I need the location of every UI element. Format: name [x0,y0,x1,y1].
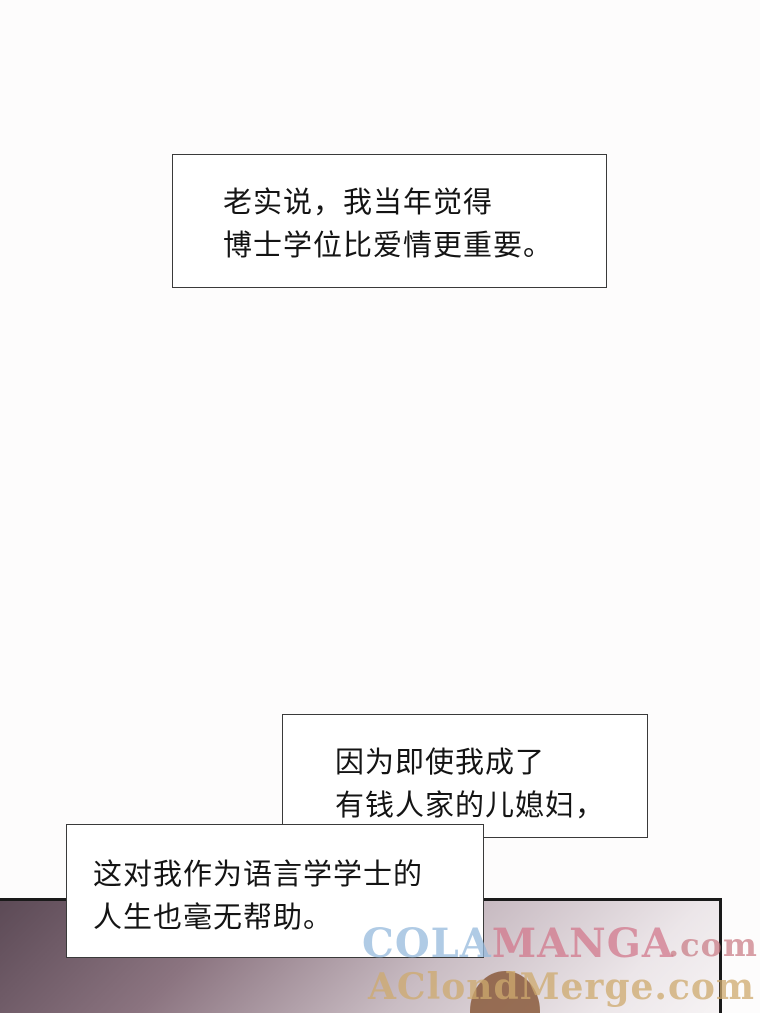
caption-2-line-2: 有钱人家的儿媳妇， [335,788,606,822]
caption-3-line-1: 这对我作为语言学学士的 [93,857,424,891]
caption-3-line-2: 人生也毫无帮助。 [93,900,334,934]
caption-box-2: 因为即使我成了 有钱人家的儿媳妇， [282,714,648,838]
caption-2-line-1: 因为即使我成了 [335,745,546,779]
caption-box-3: 这对我作为语言学学士的 人生也毫无帮助。 [66,824,484,958]
watermark-colamanga: COLAMANGA [362,920,674,967]
watermark-manga: MANGA [491,920,674,967]
panel-gutter [722,898,760,1013]
caption-1-line-2: 博士学位比爱情更重要。 [223,228,554,262]
watermark-cola: COLA [362,920,492,967]
watermark-domain: .com [668,926,758,964]
caption-box-1: 老实说，我当年觉得 博士学位比爱情更重要。 [172,154,607,288]
watermark-acloudmerge: AClondMerge.com [368,966,755,1008]
caption-1-line-1: 老实说，我当年觉得 [223,185,494,219]
